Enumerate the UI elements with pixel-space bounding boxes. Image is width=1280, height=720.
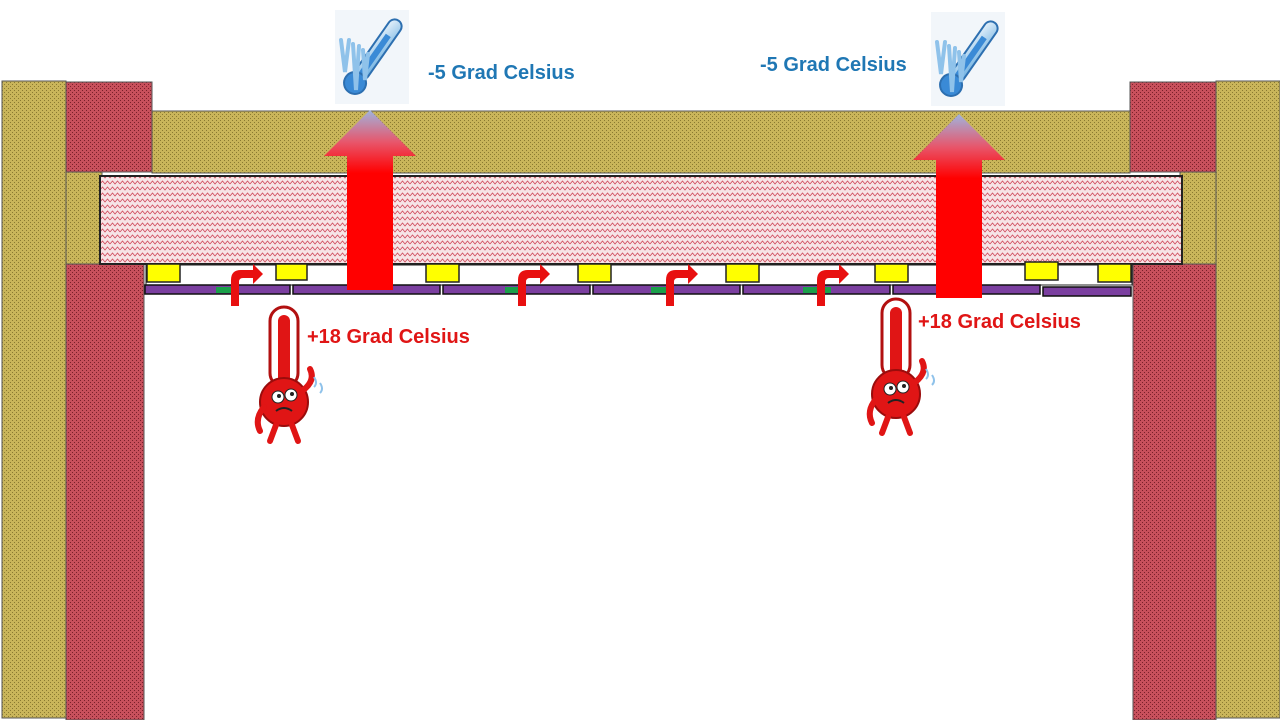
battens bbox=[146, 261, 1132, 283]
tape-seal bbox=[651, 287, 671, 293]
left-beam-end bbox=[65, 171, 103, 265]
curved-arrow-icon bbox=[231, 264, 263, 306]
batten bbox=[146, 263, 181, 283]
right-brick-wall bbox=[1132, 263, 1217, 720]
vapor-barrier bbox=[144, 284, 1132, 297]
batten bbox=[1097, 263, 1132, 283]
insulation-layer bbox=[99, 175, 1183, 265]
left-brick-wall bbox=[65, 263, 145, 720]
inside-temperature-label-left: +18 Grad Celsius bbox=[307, 326, 470, 348]
frozen-thermometer-icon bbox=[335, 10, 409, 104]
membrane-strip bbox=[1042, 286, 1132, 297]
hot-thermometer-character-icon bbox=[254, 305, 323, 444]
curved-arrow-icon bbox=[518, 264, 550, 306]
batten bbox=[1024, 261, 1059, 281]
curved-arrow-icon bbox=[666, 264, 698, 306]
right-beam-end bbox=[1179, 171, 1217, 265]
air-leak-arrows bbox=[231, 264, 849, 306]
tape-seal bbox=[216, 287, 236, 293]
tape-seal bbox=[505, 287, 525, 293]
inside-temperature-label-right: +18 Grad Celsius bbox=[918, 311, 1081, 333]
outside-temperature-label-right: -5 Grad Celsius bbox=[760, 54, 907, 76]
left-outer-wall bbox=[1, 80, 67, 719]
batten bbox=[874, 263, 909, 283]
outside-temperature-label-left: -5 Grad Celsius bbox=[428, 62, 575, 84]
batten bbox=[275, 263, 308, 281]
right-brick-top bbox=[1129, 81, 1217, 173]
batten bbox=[725, 263, 760, 283]
frozen-thermometer-icon bbox=[931, 12, 1005, 106]
curved-arrow-icon bbox=[817, 264, 849, 306]
hot-thermometer-character-icon bbox=[866, 297, 935, 436]
up-arrow-icon bbox=[324, 110, 416, 290]
batten bbox=[425, 263, 460, 283]
right-outer-wall bbox=[1215, 80, 1280, 719]
up-arrow-icon bbox=[913, 114, 1005, 298]
left-brick-top bbox=[65, 81, 153, 173]
batten bbox=[577, 263, 612, 283]
